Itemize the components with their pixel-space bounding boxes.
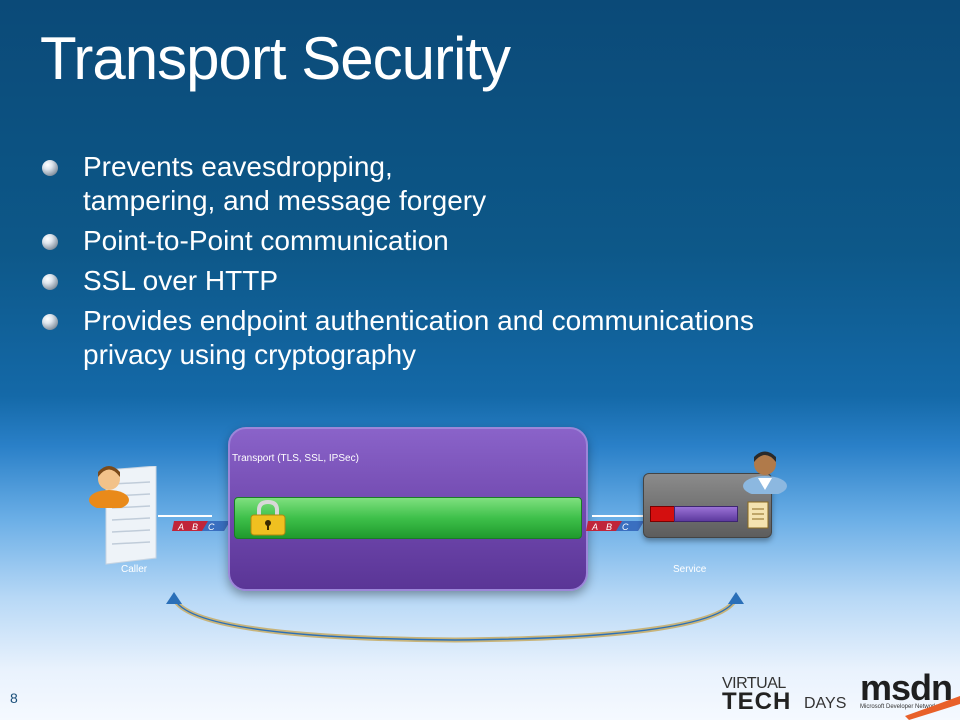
- bullet-text: Point-to-Point communication: [83, 225, 449, 256]
- secure-channel-bar: [234, 497, 582, 539]
- message-tag-icon: A B C: [586, 521, 644, 532]
- bullet-list: Prevents eavesdropping, tampering, and m…: [40, 150, 920, 378]
- logo-msdn-subtitle: Microsoft Developer Network: [860, 704, 938, 710]
- service-channel: [674, 506, 738, 522]
- service-connector: [592, 515, 644, 517]
- caller-person-icon: [89, 466, 129, 508]
- bullet-icon: [42, 160, 58, 176]
- service-label: Service: [673, 564, 707, 575]
- logo-days-text: DAYS: [804, 695, 847, 712]
- bullet-text: Prevents eavesdropping,: [83, 151, 393, 182]
- bullet-text: SSL over HTTP: [83, 265, 279, 296]
- caller-label: Caller: [121, 564, 148, 575]
- service-document-icon: [747, 501, 769, 529]
- bullet-item: SSL over HTTP: [40, 264, 920, 298]
- bullet-text: privacy using cryptography: [83, 339, 417, 370]
- logo-tech-text: TECH: [722, 688, 792, 715]
- msdn-swoosh-icon: [905, 696, 960, 720]
- svg-text:A: A: [591, 522, 598, 532]
- service-person-icon: [743, 451, 787, 494]
- transport-box: Transport (TLS, SSL, IPSec): [228, 427, 588, 591]
- bullet-icon: [42, 274, 58, 290]
- bullet-icon: [42, 234, 58, 250]
- slide-title: Transport Security: [40, 25, 511, 92]
- bullet-icon: [42, 314, 58, 330]
- lock-icon: [250, 500, 286, 536]
- svg-text:A: A: [177, 522, 184, 532]
- svg-text:B: B: [192, 522, 198, 532]
- svg-text:C: C: [208, 522, 215, 532]
- bullet-text: Provides endpoint authentication and com…: [83, 305, 754, 336]
- bullet-item: Provides endpoint authentication and com…: [40, 304, 920, 372]
- bidirectional-arrow-icon: [166, 592, 744, 643]
- svg-text:C: C: [622, 522, 629, 532]
- bullet-item: Point-to-Point communication: [40, 224, 920, 258]
- logo-virtual-text: VIRTUAL: [722, 675, 786, 692]
- transport-label: Transport (TLS, SSL, IPSec): [232, 453, 359, 464]
- bullet-item: Prevents eavesdropping, tampering, and m…: [40, 150, 920, 218]
- svg-text:B: B: [606, 522, 612, 532]
- logo-msdn-text: msdn: [860, 667, 953, 708]
- bullet-text: tampering, and message forgery: [83, 185, 487, 216]
- caller-connector: [158, 515, 212, 517]
- page-number: 8: [10, 690, 18, 706]
- message-tag-icon: A B C: [172, 521, 230, 532]
